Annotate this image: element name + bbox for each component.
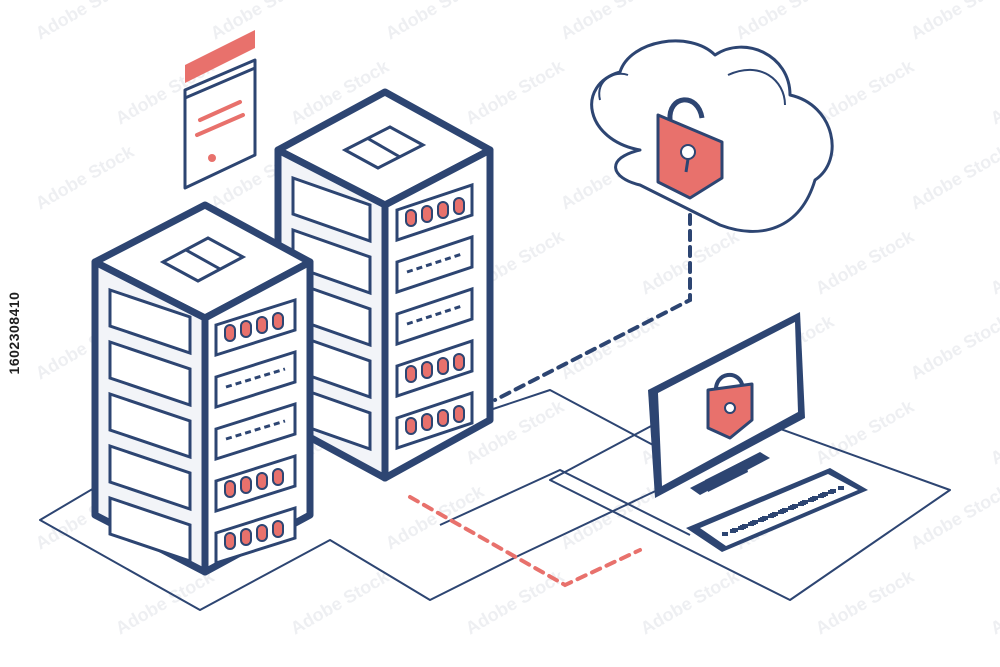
indicator-light [437, 357, 449, 375]
indicator-light [437, 409, 449, 427]
monitor-lock-icon [648, 312, 805, 498]
keyboard-key [798, 502, 804, 506]
indicator-light [240, 528, 252, 546]
watermark-text: Adobe Stock [207, 0, 313, 43]
drive-bay [108, 495, 192, 564]
watermark-text: Adobe Stock [32, 0, 138, 43]
panel-lines [225, 419, 286, 441]
keyboard-key [778, 510, 784, 514]
status-panel [395, 338, 474, 399]
cloud-to-server-link [493, 213, 692, 402]
drive-bay [108, 339, 192, 408]
indicator-light [405, 417, 417, 435]
indicator-light [240, 320, 252, 338]
keyboard-key [758, 518, 764, 522]
indicator-light [421, 361, 433, 379]
server-back-status-panels [395, 182, 474, 451]
server-to-computer-link [408, 495, 642, 588]
watermark-text: Adobe Stock [907, 0, 1000, 43]
indicator-light [224, 480, 236, 498]
status-panel [395, 234, 474, 295]
keyboard-key [838, 486, 844, 490]
watermark-text: Adobe Stock [287, 566, 393, 639]
server-rack-back [274, 88, 494, 482]
watermark-text: Adobe Stock [32, 141, 138, 214]
indicator-light [272, 520, 284, 538]
indicator-light [224, 324, 236, 342]
keyboard-key [768, 514, 774, 518]
indicator-light [453, 405, 465, 423]
indicator-light [272, 468, 284, 486]
keyboard-key [722, 532, 728, 536]
keyboard-icon [686, 468, 868, 552]
indicator-light [421, 205, 433, 223]
server-rack-front [91, 201, 314, 576]
keyboard-key [748, 522, 754, 526]
indicator-light [256, 524, 268, 542]
indicator-light [421, 413, 433, 431]
status-panel [395, 182, 474, 243]
watermark-text: Adobe Stock [112, 566, 218, 639]
watermark-text: Adobe Stock [812, 396, 918, 469]
floor-connector [439, 468, 691, 536]
keyboard-key [788, 506, 794, 510]
watermark-text: Adobe Stock [382, 481, 488, 554]
watermark-text: Adobe Stock [907, 311, 1000, 384]
watermark-text: Adobe Stock [637, 566, 743, 639]
watermark-text: Adobe Stock [907, 141, 1000, 214]
status-panel [395, 390, 474, 451]
watermark-text: Adobe Stock [812, 566, 918, 639]
keyboard-key [738, 526, 744, 530]
indicator-light [240, 476, 252, 494]
watermark-text: Adobe Stock [812, 56, 918, 129]
indicator-light [453, 353, 465, 371]
watermark-text: Adobe Stock [907, 481, 1000, 554]
drive-bay [108, 443, 192, 512]
watermark-text: Adobe Stock [732, 0, 838, 43]
indicator-light [272, 312, 284, 330]
indicator-light [405, 209, 417, 227]
panel-lines [225, 367, 286, 389]
drive-bay [108, 287, 192, 356]
keyboard-key [730, 529, 736, 533]
watermark-text: Adobe Stock [382, 0, 488, 43]
floor-platform-right [549, 399, 951, 601]
watermark-text: Adobe Stock [987, 56, 1000, 129]
drive-bay [291, 175, 372, 244]
keyboard-key [808, 498, 814, 502]
status-panel [395, 286, 474, 347]
watermark-text: Adobe Stock [987, 566, 1000, 639]
watermark-text: Adobe Stock [462, 56, 568, 129]
server-front-status-panels [214, 297, 297, 566]
keyboard-key [828, 490, 834, 494]
indicator-light [437, 201, 449, 219]
indicator-light [256, 472, 268, 490]
image-id-label: 1602308410 [6, 291, 22, 375]
watermark-text: Adobe Stock [987, 226, 1000, 299]
document-card-icon [183, 30, 257, 190]
indicator-light [256, 316, 268, 334]
indicator-light [224, 532, 236, 550]
watermark-text: Adobe Stock [557, 0, 663, 43]
server-front-drive-bays [108, 287, 192, 564]
indicator-light [453, 197, 465, 215]
indicator-light [405, 365, 417, 383]
watermark-text: Adobe Stock [987, 396, 1000, 469]
keyboard-key [818, 494, 824, 498]
keyboard-keys [722, 486, 844, 536]
cloud-lock-icon [590, 39, 834, 233]
watermark-text: Adobe Stock [812, 226, 918, 299]
drive-bay [108, 391, 192, 460]
